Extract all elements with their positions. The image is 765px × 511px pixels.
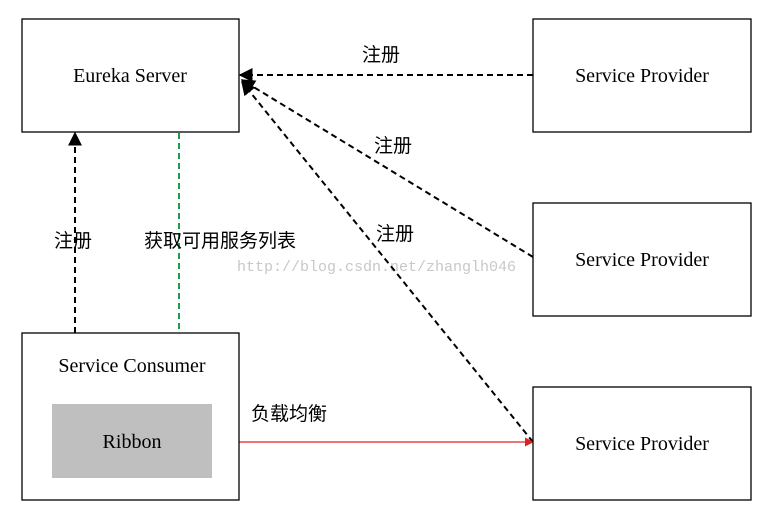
ribbon-box — [52, 404, 212, 478]
service-provider-label-3: Service Provider — [575, 433, 709, 455]
service-consumer-label: Service Consumer — [58, 355, 206, 377]
ribbon-label: Ribbon — [103, 431, 162, 453]
register-label-provider-3: 注册 — [376, 223, 414, 245]
load-balance-label: 负载均衡 — [251, 403, 327, 425]
service-provider-node-2: Service Provider — [532, 202, 752, 317]
watermark: http://blog.csdn.net/zhanglh046 — [237, 259, 516, 276]
register-arrow-provider-2 — [240, 79, 534, 258]
register-label-provider-2: 注册 — [374, 135, 412, 157]
eureka-server-label: Eureka Server — [73, 65, 187, 87]
eureka-server-node: Eureka Server — [21, 18, 240, 133]
register-label-provider-1: 注册 — [362, 44, 400, 66]
register-label-consumer: 注册 — [54, 230, 92, 252]
register-arrow-provider-3 — [241, 80, 534, 443]
service-provider-node-1: Service Provider — [532, 18, 752, 133]
service-provider-label-1: Service Provider — [575, 65, 709, 87]
fetch-service-list-label: 获取可用服务列表 — [144, 230, 296, 252]
service-consumer-node: Service Consumer Ribbon — [21, 332, 240, 501]
service-provider-node-3: Service Provider — [532, 386, 752, 501]
service-provider-label-2: Service Provider — [575, 249, 709, 271]
